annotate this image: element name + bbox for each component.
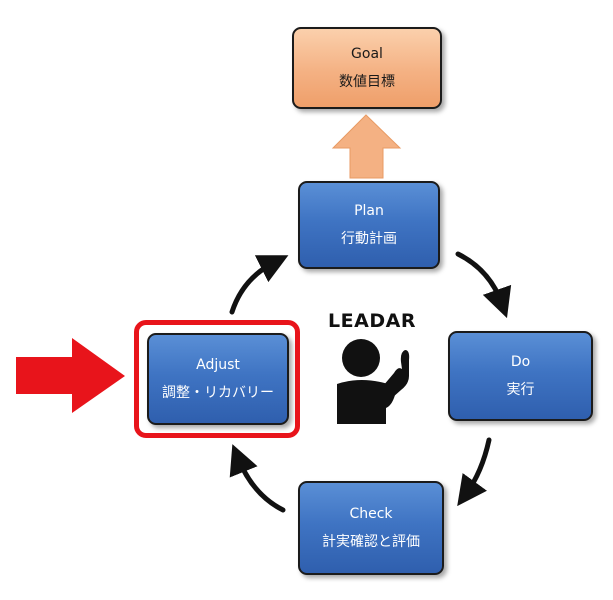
check-title: Check xyxy=(349,506,393,522)
red-pointer-arrow xyxy=(16,338,125,413)
goal-up-arrow xyxy=(331,114,402,179)
adjust-box: Adjust 調整・リカバリー xyxy=(147,333,289,425)
do-title: Do xyxy=(510,354,531,370)
adjust-subtitle: 調整・リカバリー xyxy=(162,385,274,401)
goal-box: Goal 数値目標 xyxy=(292,27,442,109)
check-subtitle: 計実確認と評価 xyxy=(322,534,420,550)
do-box: Do 実行 xyxy=(448,331,593,421)
arrow-do-to-check xyxy=(457,437,492,507)
check-box: Check 計実確認と評価 xyxy=(298,481,444,575)
arrow-plan-to-do xyxy=(455,251,512,319)
plan-title: Plan xyxy=(354,203,384,219)
leadar-label: LEADAR xyxy=(328,310,416,332)
arrow-check-to-adjust xyxy=(229,444,286,513)
plan-box: Plan 行動計画 xyxy=(298,181,440,269)
leader-person-icon xyxy=(337,339,410,424)
adjust-highlight-frame xyxy=(134,320,300,438)
adjust-title: Adjust xyxy=(196,357,240,373)
goal-subtitle: 数値目標 xyxy=(339,74,395,90)
arrow-adjust-to-plan xyxy=(229,255,289,315)
plan-subtitle: 行動計画 xyxy=(341,231,397,247)
do-subtitle: 実行 xyxy=(506,382,535,398)
goal-title: Goal xyxy=(351,46,383,62)
